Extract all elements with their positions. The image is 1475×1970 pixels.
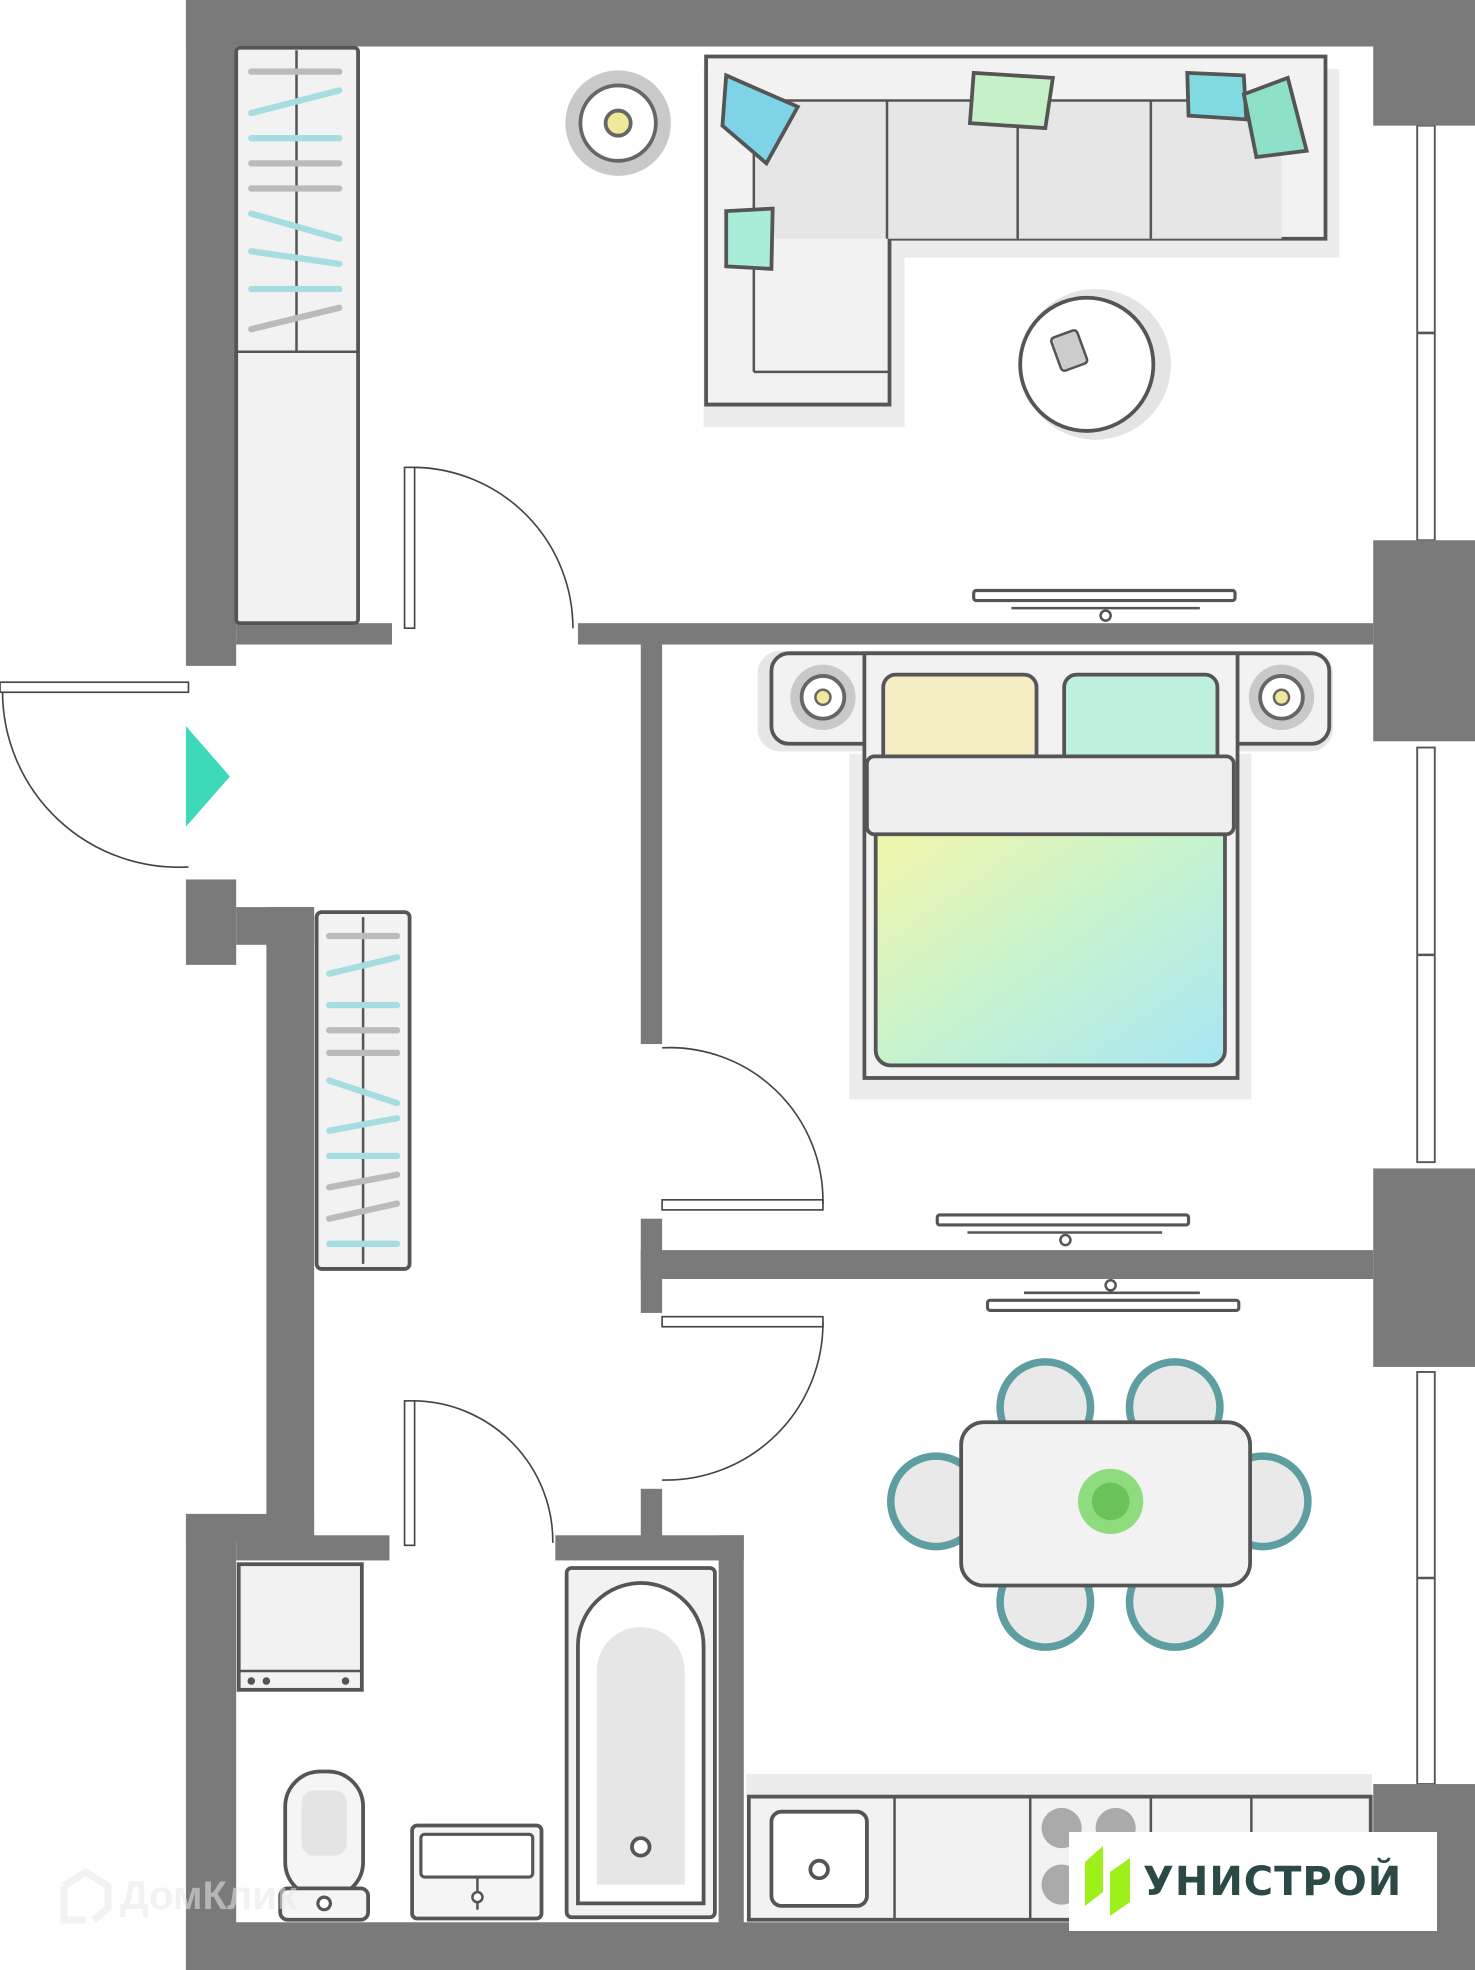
logo-mark-icon bbox=[1085, 1846, 1130, 1916]
wardrobe-hall bbox=[314, 910, 412, 1271]
walls bbox=[185, 0, 1475, 1970]
bathtub bbox=[564, 1566, 717, 1920]
domclick-watermark: ДомКлик bbox=[60, 1868, 297, 1924]
watermark-text: ДомКлик bbox=[120, 1873, 297, 1918]
bathroom-sink bbox=[410, 1823, 544, 1921]
tv-living bbox=[972, 588, 1237, 622]
coffee-table bbox=[1018, 288, 1171, 440]
windows bbox=[1373, 124, 1475, 1785]
dining-set bbox=[887, 1358, 1312, 1651]
logo-text: УНИСТРОЙ bbox=[1143, 1858, 1403, 1905]
kitchen-counter bbox=[746, 1774, 1373, 1922]
doors bbox=[0, 466, 824, 1547]
house-icon bbox=[60, 1868, 112, 1924]
floor-lamp-icon bbox=[565, 70, 671, 176]
corner-sofa bbox=[703, 54, 1340, 428]
toilet bbox=[278, 1769, 371, 1922]
washing-machine bbox=[236, 1562, 364, 1692]
wardrobe-living bbox=[234, 45, 360, 626]
tv-bedroom bbox=[935, 1213, 1191, 1247]
entrance-arrow-icon bbox=[185, 726, 230, 827]
tv-kitchen bbox=[985, 1278, 1241, 1312]
double-bed bbox=[757, 650, 1334, 1100]
unistroy-logo: УНИСТРОЙ bbox=[1069, 1832, 1437, 1931]
